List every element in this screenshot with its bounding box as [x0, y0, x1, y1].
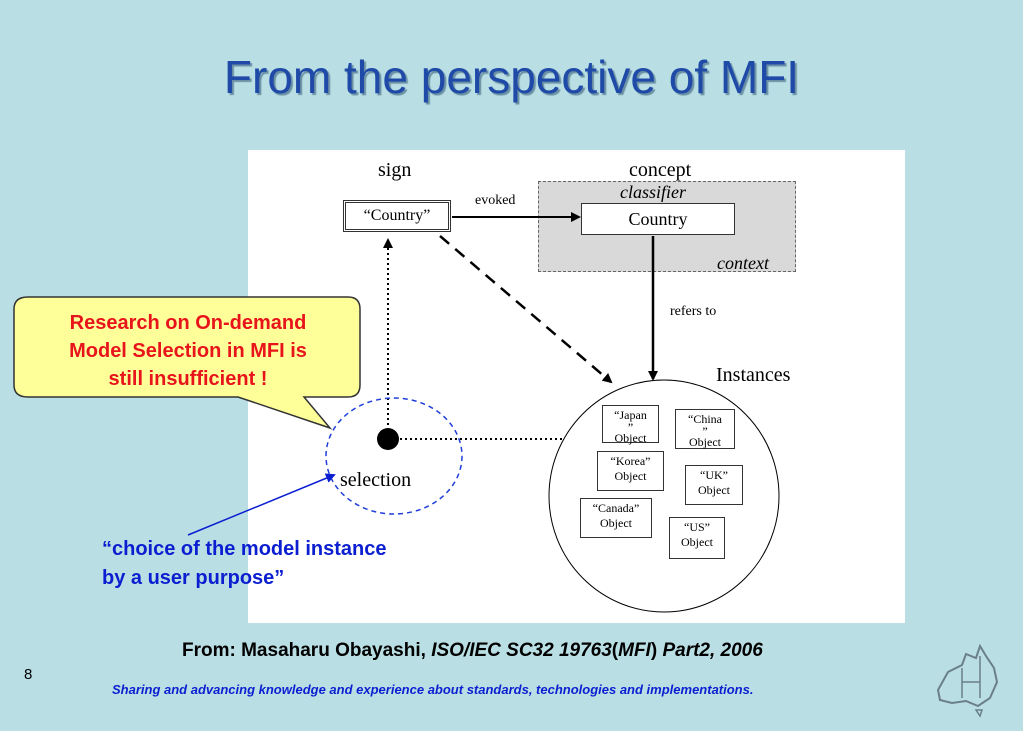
concept-label: concept — [629, 159, 692, 181]
annotation-pointer — [187, 473, 336, 536]
context-label: context — [717, 253, 769, 273]
instance-object-korea: “Korea” Object — [597, 451, 664, 491]
sign-country-box: “Country” — [343, 200, 451, 232]
instance-object-china: “China ” Object — [675, 409, 735, 449]
page-number: 8 — [24, 666, 33, 683]
evoked-label: evoked — [475, 193, 516, 208]
footer-tagline: Sharing and advancing knowledge and expe… — [112, 682, 754, 697]
classifier-label: classifier — [620, 182, 686, 202]
source-citation: From: Masaharu Obayashi, ISO/IEC SC32 19… — [182, 640, 763, 661]
sign-to-instances-dashed-arrow — [439, 235, 613, 384]
australia-map-icon — [936, 643, 999, 718]
instance-object-japan: “Japan ” Object — [602, 405, 659, 445]
callout-bubble — [13, 296, 361, 430]
instances-circle — [548, 379, 780, 613]
instances-label: Instances — [716, 364, 791, 386]
slide-title: From the perspective of MFI — [223, 51, 800, 103]
instance-object-uk: “UK” Object — [685, 465, 743, 505]
selection-ellipse — [325, 397, 463, 515]
callout-text: Research on On-demand Model Selection in… — [69, 312, 307, 390]
annotation-text: “choice of the model instance by a user … — [102, 538, 387, 589]
instance-object-canada: “Canada” Object — [580, 498, 652, 538]
concept-country-box: Country — [581, 203, 735, 235]
selection-dot — [377, 428, 399, 450]
instance-object-us: “US” Object — [669, 517, 725, 559]
sign-label: sign — [378, 159, 412, 181]
selection-label: selection — [340, 469, 412, 491]
refers-to-label: refers to — [670, 304, 717, 319]
